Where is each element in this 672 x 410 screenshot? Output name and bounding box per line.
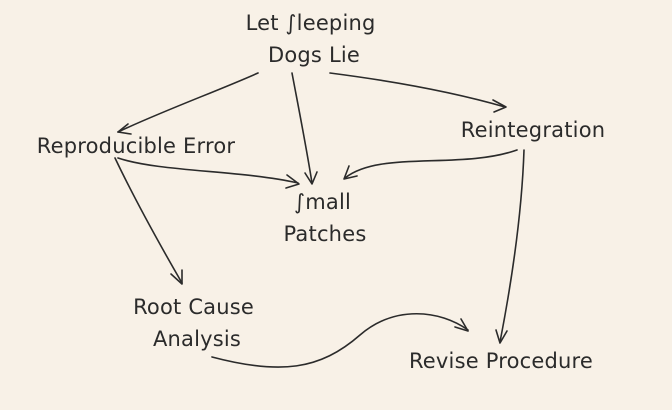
node-lets-sleeping-dogs-lie: Let ∫leeping Dogs Lie — [246, 11, 383, 67]
edge-dogs-to-small-patches — [291, 72, 313, 184]
node-reproducible-error: Reproducible Error — [37, 134, 236, 158]
edge-root-cause-to-revise-procedure — [211, 312, 469, 368]
edge-dogs-to-reintegration — [329, 72, 506, 108]
edge-reintegration-to-revise-procedure — [499, 149, 525, 343]
edge-reintegration-to-small-patches — [344, 149, 518, 179]
node-line: ∫mall — [294, 190, 351, 214]
node-small-patches: ∫mall Patches — [284, 190, 367, 246]
node-root-cause-analysis: Root Cause Analysis — [133, 295, 261, 351]
node-line: Let ∫leeping — [246, 11, 376, 35]
arrowhead — [117, 123, 132, 135]
node-line: Reintegration — [461, 118, 606, 142]
edges — [114, 72, 525, 368]
arrowhead — [170, 269, 183, 285]
edge-reproducible-error-to-root-cause — [114, 157, 183, 284]
node-line: Reproducible Error — [37, 134, 236, 158]
arrowhead — [454, 318, 469, 332]
arrowhead — [285, 174, 300, 189]
arrowhead — [495, 329, 508, 344]
node-reintegration: Reintegration — [461, 118, 606, 142]
node-line: Analysis — [153, 327, 241, 351]
nodes: Let ∫leeping Dogs Lie Reproducible Error… — [37, 11, 606, 373]
node-line: Dogs Lie — [268, 43, 360, 67]
arrowhead — [304, 171, 318, 185]
arrowhead — [492, 99, 507, 113]
node-line: Patches — [284, 222, 367, 246]
edge-dogs-to-reproducible-error — [117, 72, 259, 133]
node-line: Revise Procedure — [409, 349, 593, 373]
node-revise-procedure: Revise Procedure — [409, 349, 593, 373]
edge-reproducible-error-to-small-patches — [117, 157, 299, 184]
node-line: Root Cause — [133, 295, 254, 319]
arrowhead — [343, 165, 358, 180]
